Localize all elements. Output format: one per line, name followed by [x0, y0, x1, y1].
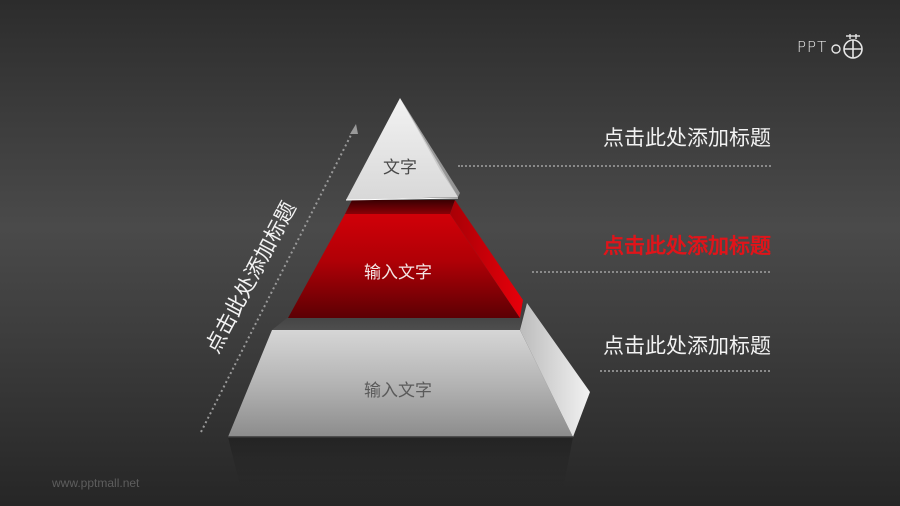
pyramid-tier-bottom[interactable] — [228, 303, 590, 438]
tier-label-bottom[interactable]: 输入文字 — [364, 381, 432, 401]
title-bottom[interactable]: 点击此处添加标题 — [603, 334, 771, 358]
axis-arrow — [200, 124, 358, 433]
title-top[interactable]: 点击此处添加标题 — [603, 126, 771, 150]
logo: PPT — [797, 34, 865, 60]
watermark: www.pptmall.net — [52, 476, 140, 490]
pyramid-tier-top[interactable] — [345, 98, 460, 201]
divider-top — [458, 165, 771, 167]
base-reflection — [228, 437, 573, 506]
tier-label-top[interactable]: 文字 — [383, 158, 417, 178]
logo-text: PPT — [797, 38, 828, 56]
title-middle[interactable]: 点击此处添加标题 — [603, 234, 771, 258]
divider-bottom — [600, 370, 770, 372]
ppt-logo-icon — [831, 34, 864, 59]
divider-middle — [532, 271, 770, 273]
tier-label-middle[interactable]: 输入文字 — [364, 263, 432, 283]
pyramid-tier-middle[interactable] — [288, 200, 523, 318]
